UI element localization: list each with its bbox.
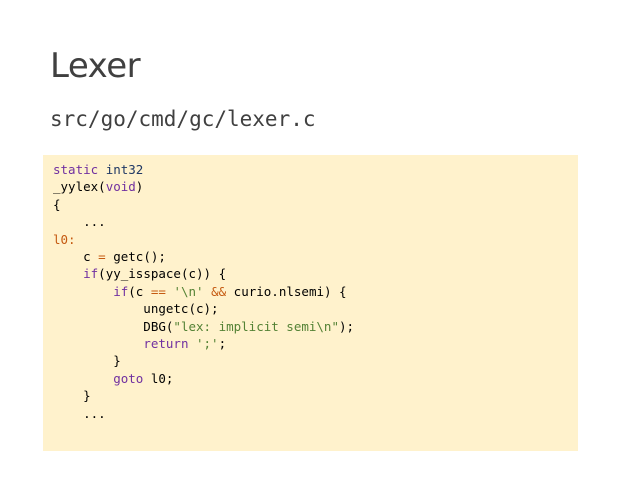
code-line: l0: (53, 231, 578, 248)
code-line: _yylex(void) (53, 178, 578, 195)
code-line: return ';'; (53, 335, 578, 352)
code-line: c = getc(); (53, 248, 578, 265)
code-token: getc(); (105, 249, 166, 265)
code-line: ungetc(c); (53, 300, 578, 317)
code-token: } (53, 388, 91, 404)
code-token: "lex: implicit semi\n" (173, 318, 339, 334)
slide-subtitle: src/go/cmd/gc/lexer.c (50, 107, 316, 131)
code-token: ) (135, 179, 144, 195)
code-token: int32 (105, 162, 144, 177)
code-listing: static int32_yylex(void){ ...l0: c = get… (43, 155, 578, 422)
code-token: return (143, 336, 189, 352)
code-token: void (105, 179, 136, 195)
code-token: = (98, 249, 106, 265)
code-token (53, 266, 83, 281)
code-line: } (53, 387, 578, 404)
code-token: '\n' (173, 283, 204, 299)
code-token: l0: (53, 231, 76, 247)
code-token: _yylex( (53, 179, 106, 195)
code-token: if (83, 266, 99, 282)
code-token: ... (53, 214, 106, 230)
code-token: && (211, 283, 227, 299)
code-token: ';' (196, 336, 219, 352)
code-token: ... (53, 405, 106, 421)
code-token: ; (218, 336, 227, 352)
code-line: ... (53, 213, 578, 230)
code-token: goto (113, 370, 144, 386)
code-token: DBG( (53, 318, 174, 334)
code-line: if(c == '\n' && curio.nlsemi) { (53, 283, 578, 300)
code-token: { (53, 196, 61, 212)
code-line: { (53, 196, 578, 213)
code-token: l0; (143, 370, 174, 386)
code-token: } (53, 353, 121, 369)
code-token: if (113, 283, 129, 299)
code-token: (yy_isspace(c)) { (98, 266, 227, 282)
code-token: static (53, 162, 99, 177)
code-token: == (150, 283, 166, 299)
code-token: c (53, 249, 99, 265)
code-token (98, 162, 106, 177)
code-token: curio.nlsemi) { (226, 283, 347, 299)
code-block: static int32_yylex(void){ ...l0: c = get… (43, 155, 578, 451)
code-line: } (53, 352, 578, 369)
code-token (188, 336, 196, 351)
code-token (204, 284, 212, 299)
slide-title: Lexer (50, 46, 141, 86)
code-token (53, 371, 113, 386)
code-line: if(yy_isspace(c)) { (53, 265, 578, 282)
code-line: goto l0; (53, 370, 578, 387)
code-line: static int32 (53, 161, 578, 178)
code-token (53, 336, 143, 351)
code-line: DBG("lex: implicit semi\n"); (53, 318, 578, 335)
code-line: ... (53, 405, 578, 422)
code-token: (c (128, 283, 151, 299)
code-token: ungetc(c); (53, 301, 219, 317)
code-token: ); (339, 318, 355, 334)
code-token (53, 284, 113, 299)
